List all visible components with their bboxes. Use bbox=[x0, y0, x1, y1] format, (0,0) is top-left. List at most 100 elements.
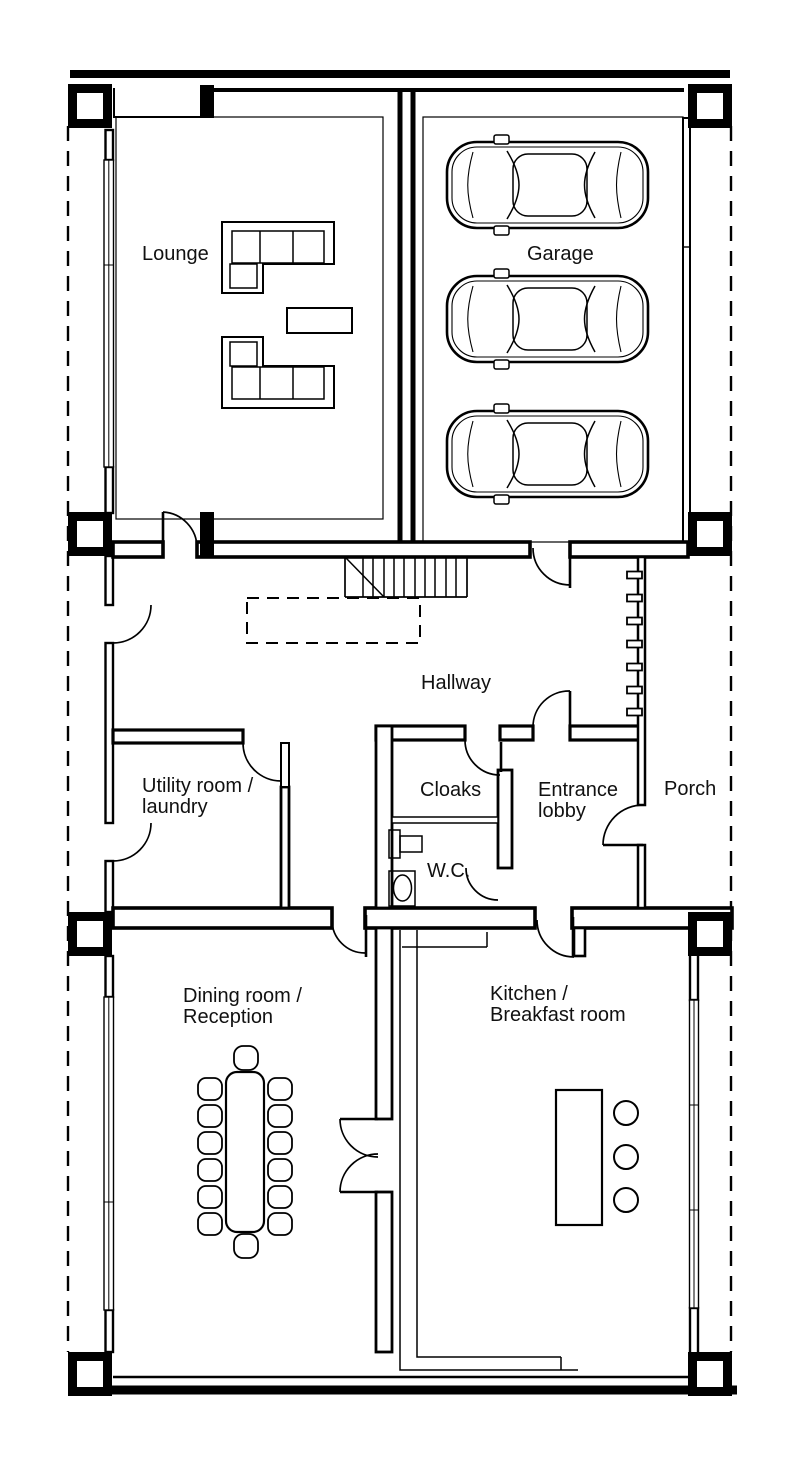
room-label-porch: Porch bbox=[664, 778, 716, 800]
structural-post bbox=[68, 1352, 112, 1396]
wall-utility-right bbox=[279, 785, 291, 910]
kitchen-island bbox=[554, 1088, 604, 1227]
door-utility-hall bbox=[242, 742, 290, 788]
window-dining-left-glazing bbox=[104, 997, 114, 1310]
wall-dining-top bbox=[111, 906, 334, 930]
dining-furniture bbox=[197, 1045, 293, 1259]
room-label-lobby-line2: lobby bbox=[538, 800, 586, 822]
sofa-cushion bbox=[229, 341, 258, 367]
stair-treads bbox=[362, 557, 457, 597]
room-label-cloaks: Cloaks bbox=[420, 779, 481, 801]
toilet bbox=[388, 870, 416, 907]
door-kitchen bbox=[536, 917, 575, 958]
stairs-break-line bbox=[345, 557, 385, 598]
lounge-inner-outline bbox=[115, 116, 384, 520]
structural-post bbox=[688, 912, 732, 956]
windows bbox=[103, 159, 700, 1311]
room-label-lounge: Lounge bbox=[142, 243, 209, 265]
door-swing bbox=[602, 804, 644, 846]
room-label-garage: Garage bbox=[527, 243, 594, 265]
door-swing bbox=[339, 1153, 379, 1193]
garage-cars bbox=[445, 133, 650, 506]
car-icon bbox=[445, 267, 650, 371]
sofa-cushions bbox=[231, 366, 325, 400]
dining-chair bbox=[197, 1104, 223, 1128]
doors bbox=[112, 511, 644, 1194]
door-entrance-lobby bbox=[532, 690, 572, 728]
dining-chair bbox=[233, 1045, 259, 1071]
door-dining bbox=[331, 915, 368, 957]
dining-chair bbox=[267, 1185, 293, 1209]
toilet-bowl bbox=[392, 874, 413, 902]
screen-ticks bbox=[626, 570, 643, 717]
garage-inner-outline bbox=[422, 116, 684, 543]
stairs bbox=[344, 557, 468, 598]
door-swing bbox=[112, 822, 152, 862]
wc-fixtures bbox=[388, 829, 423, 907]
structural-post bbox=[68, 912, 112, 956]
wall-left-segment bbox=[104, 859, 115, 914]
sofa-cushion-divider bbox=[259, 231, 294, 263]
sofa bbox=[221, 221, 335, 294]
door-cloaks bbox=[464, 739, 503, 776]
room-label-hallway: Hallway bbox=[421, 672, 491, 694]
door-garage bbox=[532, 547, 572, 588]
wall-hallway-south bbox=[498, 724, 535, 742]
car-icon bbox=[445, 402, 650, 506]
wall-garage-bottom bbox=[568, 540, 690, 559]
room-label-dining-line1: Dining room / bbox=[183, 985, 302, 1007]
pier bbox=[200, 85, 214, 118]
door-swing bbox=[339, 1118, 379, 1158]
door-swing bbox=[464, 739, 501, 776]
wash-basin-bowl bbox=[399, 835, 423, 853]
dining-table bbox=[224, 1070, 266, 1234]
interior-walls bbox=[111, 85, 734, 1354]
dashed-feature-outline bbox=[246, 597, 421, 644]
structural-post bbox=[68, 84, 112, 128]
dining-chair bbox=[267, 1158, 293, 1182]
door-swing bbox=[536, 919, 575, 958]
sofa bbox=[221, 336, 335, 409]
dining-chair bbox=[233, 1233, 259, 1259]
dining-chair bbox=[197, 1158, 223, 1182]
wall-kitchen-top bbox=[363, 906, 537, 930]
dining-chair bbox=[267, 1212, 293, 1236]
door-swing bbox=[465, 867, 499, 901]
dining-chair bbox=[197, 1212, 223, 1236]
structural-post bbox=[688, 1352, 732, 1396]
dining-chair bbox=[197, 1077, 223, 1101]
porch-screen-wall bbox=[636, 843, 647, 910]
wall-left-segment bbox=[104, 554, 115, 607]
kitchen-counter-front bbox=[416, 930, 561, 1358]
car-icon bbox=[445, 133, 650, 237]
wall-garage-right bbox=[682, 117, 691, 543]
sofa-cushion bbox=[229, 263, 258, 289]
site-boundary bbox=[66, 126, 733, 1352]
dining-chair bbox=[267, 1131, 293, 1155]
wall-left-segment bbox=[104, 465, 115, 515]
room-label-kitchen-line2: Breakfast room bbox=[490, 1004, 626, 1026]
room-label-lobby-line1: Entrance bbox=[538, 779, 618, 801]
wall-lounge-garage-bottom bbox=[195, 540, 532, 559]
bar-stool bbox=[613, 1187, 639, 1213]
window-lounge-left-glazing bbox=[104, 160, 114, 467]
structural-posts bbox=[68, 84, 732, 1396]
dining-chair bbox=[197, 1131, 223, 1155]
structural-post bbox=[688, 84, 732, 128]
lounge-furniture bbox=[221, 221, 353, 409]
structural-post bbox=[688, 512, 732, 556]
room-label-wc: W.C. bbox=[427, 860, 470, 882]
structural-post bbox=[68, 512, 112, 556]
door-swing bbox=[242, 742, 282, 782]
pier bbox=[200, 512, 214, 557]
door-leaf bbox=[280, 742, 290, 788]
dining-chair bbox=[267, 1077, 293, 1101]
room-label-utility-line1: Utility room / bbox=[142, 775, 254, 797]
door-swing bbox=[532, 690, 571, 728]
wall-dining-kitchen bbox=[374, 1190, 394, 1354]
door-hallway-side bbox=[112, 604, 152, 644]
door-wc bbox=[465, 867, 499, 901]
wall-lounge-garage-divider bbox=[397, 90, 416, 542]
